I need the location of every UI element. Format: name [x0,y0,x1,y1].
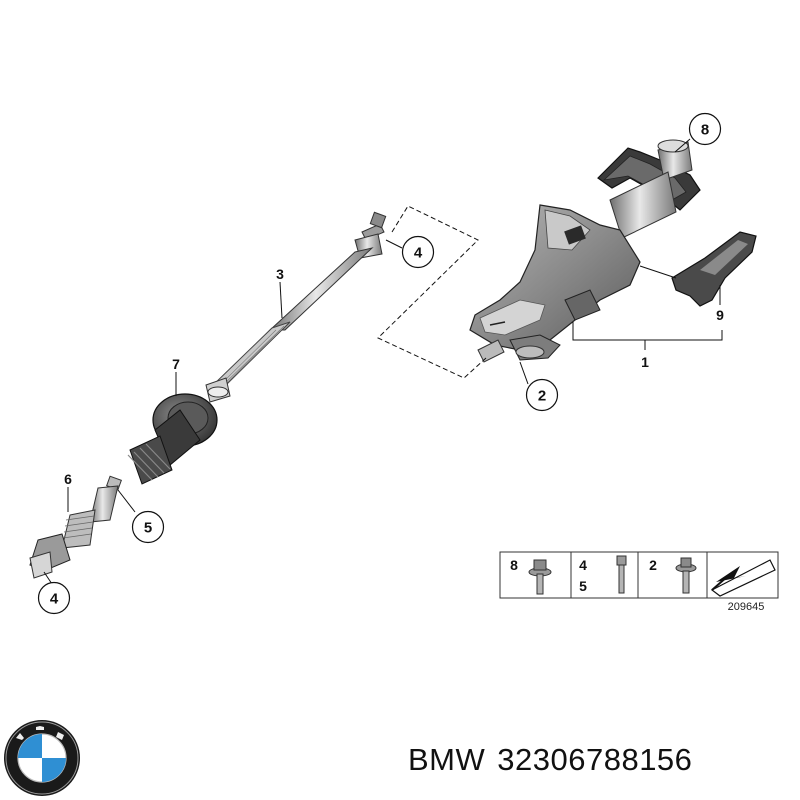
legend-5: 5 [579,578,587,594]
intermediate-shaft [205,211,387,403]
legend-2: 2 [649,557,657,573]
lower-universal-joint [29,475,122,579]
rubber-boot [127,393,218,485]
callout-4-lower-number: 4 [50,591,59,608]
part-caption: BMW 32306788156 [408,742,704,778]
callout-8-number: 8 [701,122,709,139]
label-7: 7 [172,356,180,372]
callout-4-upper-number: 4 [414,245,423,262]
callout-4-lower: 4 [37,581,71,615]
assembly-arrow-icon [710,559,776,597]
hex-bolt-icon [616,555,627,594]
label-3: 3 [276,266,284,282]
callout-5: 5 [131,510,165,544]
flange-bolt-icon [528,559,552,595]
callout-2: 2 [525,378,559,412]
fastener-legend: 8 4 5 2 [499,551,779,599]
brand-name: BMW [408,742,486,777]
legend-8: 8 [510,557,518,573]
part-number: 32306788156 [497,742,693,777]
label-9: 9 [716,307,724,323]
torx-bolt-icon [675,557,697,594]
callout-2-number: 2 [538,388,546,405]
leader-lines [43,138,723,588]
bmw-logo [4,720,80,796]
legend-4: 4 [579,557,587,573]
label-1: 1 [641,354,649,370]
diagram-reference-number: 209645 [728,601,765,613]
callout-4-upper: 4 [401,235,435,269]
label-6: 6 [64,471,72,487]
callout-8: 8 [688,112,722,146]
steering-column-assembly [469,139,757,363]
callout-5-number: 5 [144,520,152,537]
